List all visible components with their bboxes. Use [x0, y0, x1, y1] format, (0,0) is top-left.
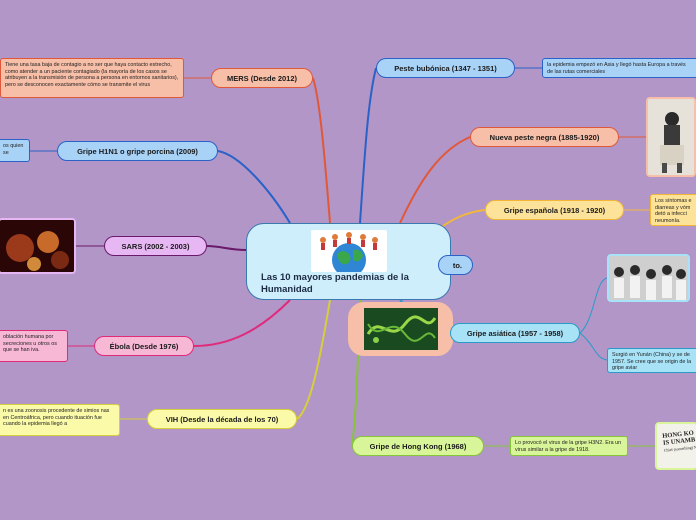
central-title: Las 10 mayores pandemias de la Humanidad: [261, 272, 409, 295]
sars-virus-image: [0, 218, 76, 274]
central-topic[interactable]: Las 10 mayores pandemias de la Humanidad: [246, 223, 451, 300]
topic-sars[interactable]: SARS (2002 - 2003): [104, 236, 207, 256]
note-asiatica: Surgió en Yunán (China) y se de 1957. Se…: [607, 348, 696, 373]
topic-partial[interactable]: to.: [438, 255, 473, 275]
negra-portrait-image: [646, 97, 696, 177]
topic-asiatica[interactable]: Gripe asiática (1957 - 1958): [450, 323, 580, 343]
note-ebola: oblación humana por secreciones u otros …: [0, 330, 68, 362]
note-h1n1: os quien se: [0, 139, 30, 162]
note-vih: n es una zoonosis procedente de simios n…: [0, 404, 120, 436]
note-mers: Tiene una tasa baja de contagio a no ser…: [0, 58, 184, 98]
note-bubonica: la epidemia empezó en Asia y llegó hasta…: [542, 58, 696, 78]
topic-bubonica[interactable]: Peste bubónica (1347 - 1351): [376, 58, 515, 78]
globe-people-icon: [311, 230, 387, 272]
hongkong-newspaper-image: HONG KO IS UNAMB Chief (something) No: [655, 422, 696, 470]
topic-mers[interactable]: MERS (Desde 2012): [211, 68, 313, 88]
asiatica-dna-image: [348, 302, 453, 356]
topic-h1n1[interactable]: Gripe H1N1 o gripe porcina (2009): [57, 141, 218, 161]
topic-ebola[interactable]: Ébola (Desde 1976): [94, 336, 194, 356]
note-espanola: Los síntomas e diarreas y vóm detó a inf…: [650, 194, 696, 226]
topic-espanola[interactable]: Gripe española (1918 - 1920): [485, 200, 624, 220]
topic-vih[interactable]: VIH (Desde la década de los 70): [147, 409, 297, 429]
note-hongkong: Lo provocó el virus de la gripe H3N2. Er…: [510, 436, 628, 456]
topic-negra[interactable]: Nueva peste negra (1885-1920): [470, 127, 619, 147]
topic-hongkong[interactable]: Gripe de Hong Kong (1968): [352, 436, 484, 456]
asiatica-crowd-image: [607, 254, 690, 302]
